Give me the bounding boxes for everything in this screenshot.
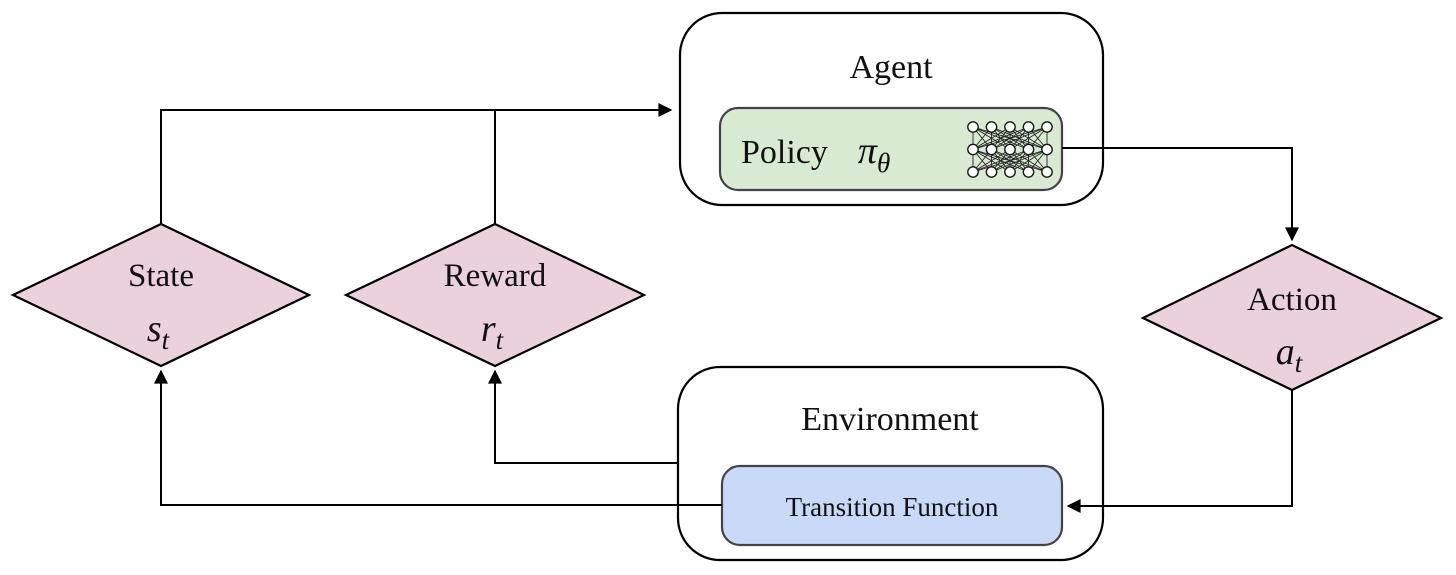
reward-symbol-subscript: t	[496, 325, 505, 355]
reward-label: Reward	[444, 258, 547, 294]
edge-environment-to-reward	[488, 369, 678, 464]
neural-network-icon	[967, 121, 1053, 178]
reward-symbol-base: r	[481, 308, 496, 350]
state-symbol-subscript: t	[162, 325, 171, 355]
edge-action-to-transition	[1066, 390, 1293, 513]
policy-pi-symbol: π	[858, 130, 878, 172]
transition-function-label: Transition Function	[786, 492, 999, 522]
reward-symbol: rt	[481, 308, 505, 355]
state-symbol: st	[147, 308, 171, 355]
action-symbol: at	[1276, 331, 1304, 378]
state-diamond	[10, 222, 312, 368]
agent-title: Agent	[849, 49, 933, 86]
edge-policy-to-action	[1062, 147, 1299, 242]
policy-word: Policy	[741, 134, 828, 171]
policy-theta-subscript: θ	[877, 148, 890, 178]
environment-title: Environment	[801, 401, 979, 438]
state-label: State	[128, 258, 194, 294]
action-label: Action	[1247, 282, 1337, 318]
reward-diamond	[343, 222, 647, 368]
action-symbol-base: a	[1276, 331, 1295, 373]
edge-transition-to-state	[154, 369, 722, 506]
action-symbol-subscript: t	[1295, 348, 1304, 378]
state-symbol-base: s	[147, 308, 162, 350]
edge-state-reward-to-agent	[160, 103, 673, 224]
